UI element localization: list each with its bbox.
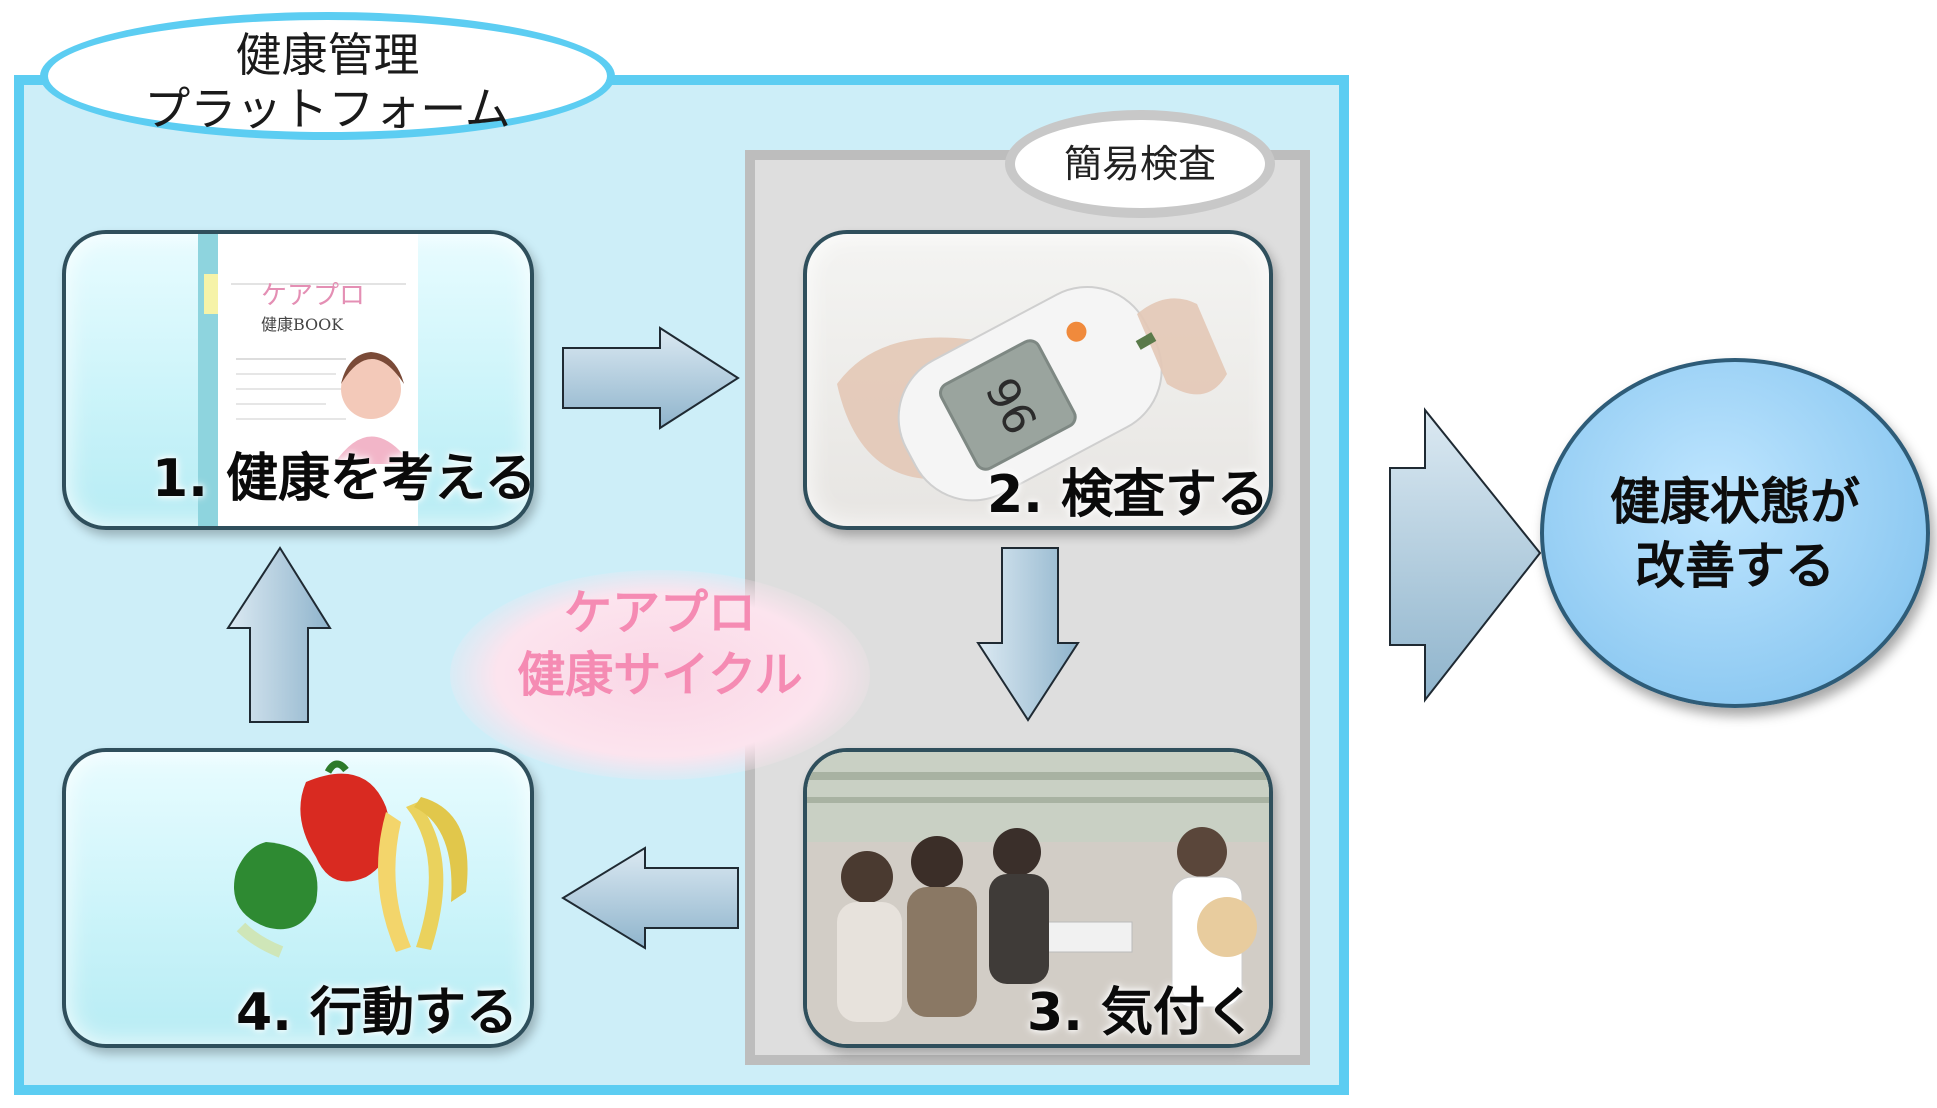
result-line2: 改善する (1635, 537, 1835, 595)
book-subtitle-text: 健康BOOK (261, 315, 344, 334)
cycle-text-line1: ケアプロ (563, 585, 756, 641)
step-1-card: ケアプロ 健康BOOK 1. 健康を考える (62, 230, 534, 530)
care-pro-health-cycle: ケアプロ 健康サイクル (450, 570, 870, 780)
simple-inspection-label: 簡易検査 (1005, 110, 1275, 218)
cycle-text-line2: 健康サイクル (517, 647, 803, 703)
platform-title-line2: プラットフォーム (144, 82, 511, 136)
arrow-right-to-result (1389, 407, 1542, 703)
platform-title-oval: 健康管理 プラットフォーム (40, 12, 615, 140)
step-2-card: 96 2. 検査する (803, 230, 1273, 530)
step-2-label: 2. 検査する (987, 465, 1270, 525)
step-4-card: 4. 行動する (62, 748, 534, 1048)
step-3-card: 3. 気付く (803, 748, 1273, 1048)
consultation-photo-image (807, 752, 1269, 1044)
result-health-improves: 健康状態が 改善する (1540, 358, 1930, 708)
platform-title-line1: 健康管理 (235, 28, 420, 82)
glucose-meter-image: 96 (837, 285, 1227, 502)
step-3-label: 3. 気付く (1027, 983, 1258, 1043)
health-book-image: ケアプロ 健康BOOK (198, 234, 418, 526)
book-title-text: ケアプロ (261, 281, 365, 311)
result-line1: 健康状態が (1610, 473, 1860, 531)
step-4-label: 4. 行動する (236, 983, 519, 1043)
step-1-label: 1. 健康を考える (152, 449, 534, 509)
vegetables-image (234, 760, 468, 958)
